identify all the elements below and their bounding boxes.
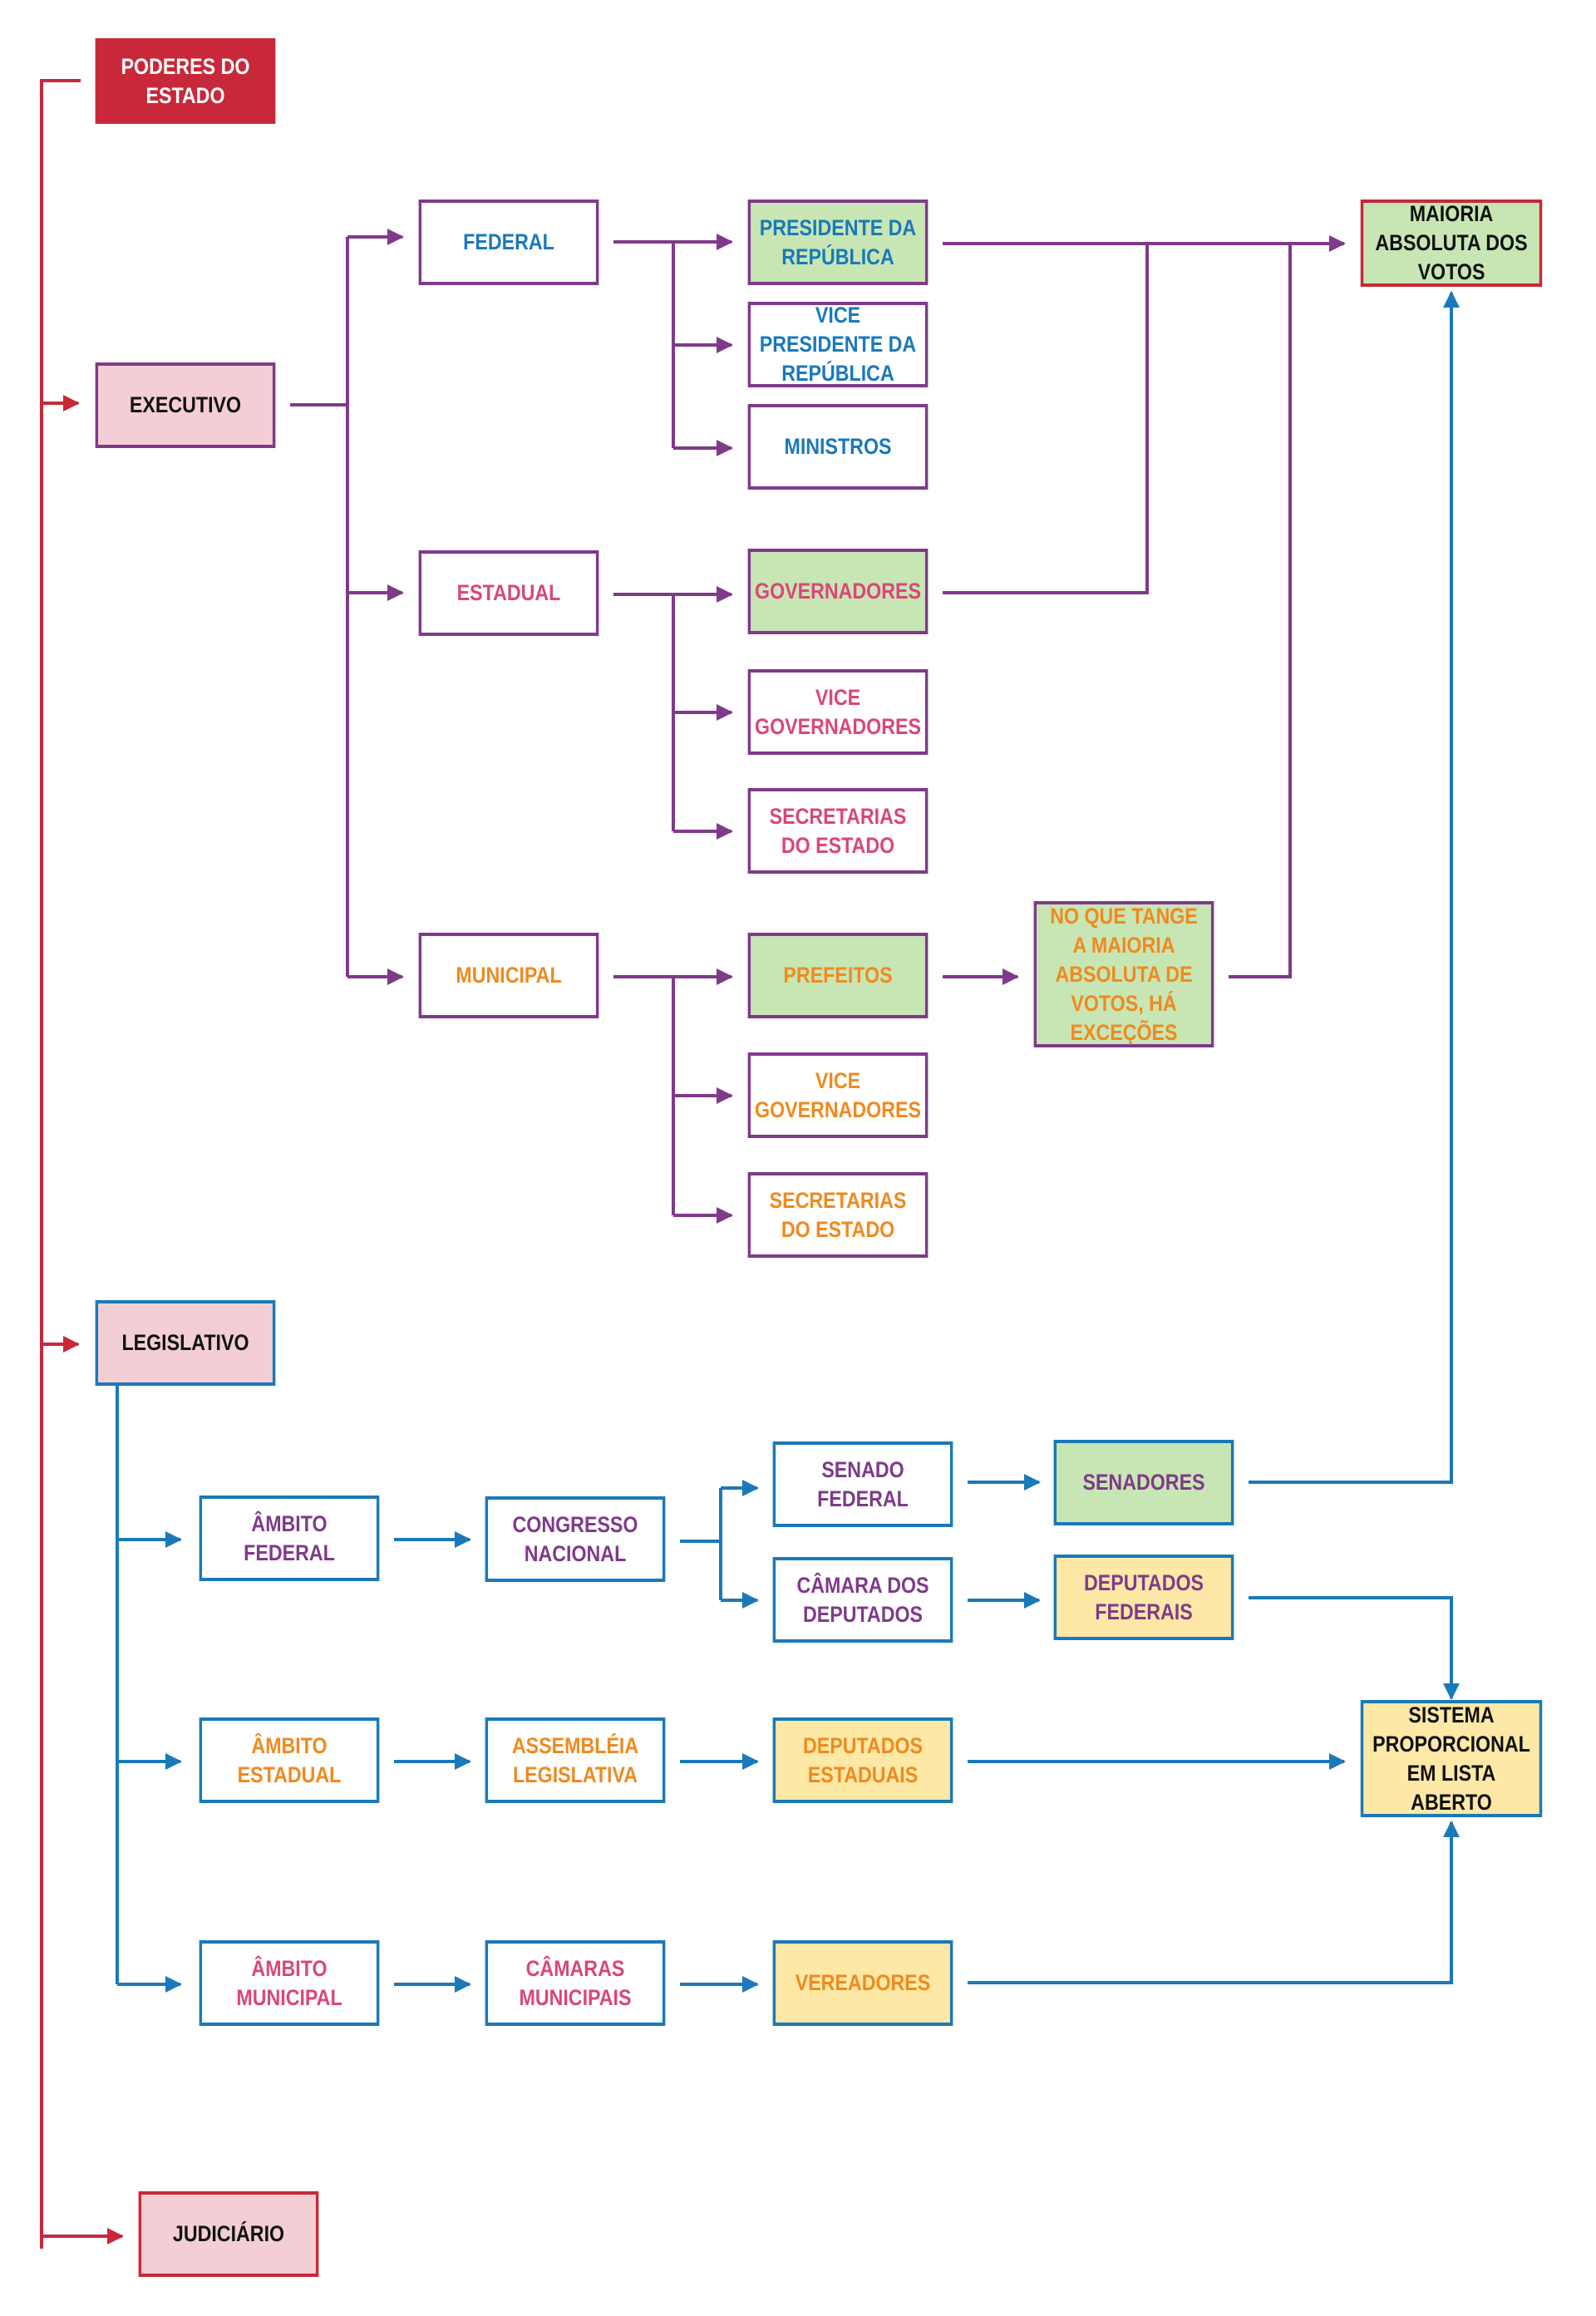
ambito-estadual-label: ÂMBITO ESTADUAL (237, 1732, 342, 1787)
congresso-label: CONGRESSO NACIONAL (512, 1511, 638, 1566)
vice-governadores-municipal-box: VICE GOVERNADORES (747, 1052, 929, 1138)
vice-presidente-box: VICE PRESIDENTE DA REPÚBLICA (747, 302, 929, 387)
camara-deputados-box: CÂMARA DOS DEPUTADOS (772, 1557, 953, 1643)
secretarias-municipal-box: SECRETARIAS DO ESTADO (747, 1172, 929, 1258)
municipal-box: MUNICIPAL (418, 933, 599, 1018)
governadores-label: GOVERNADORES (755, 579, 922, 604)
senadores-box: SENADORES (1053, 1440, 1234, 1525)
executivo-label: EXECUTIVO (129, 392, 242, 417)
sistema-proporcional-box: SISTEMA PROPORCIONAL EM LISTA ABERTO (1360, 1700, 1543, 1817)
prefeitos-box: PREFEITOS (747, 933, 929, 1018)
estadual-box: ESTADUAL (418, 550, 599, 636)
senadores-to-maioria-line (1249, 291, 1460, 1484)
ambito-municipal-label: ÂMBITO MUNICIPAL (236, 1955, 342, 2010)
sistema-proporcional-label: SISTEMA PROPORCIONAL EM LISTA ABERTO (1372, 1702, 1530, 1815)
excecoes-to-maioria-line (1229, 244, 1292, 978)
vereadores-to-sistema-line (968, 1821, 1460, 1984)
presidente-box: PRESIDENTE DA REPÚBLICA (747, 200, 929, 285)
ambito-municipal-box: ÂMBITO MUNICIPAL (199, 1940, 380, 2026)
ambito-federal-label: ÂMBITO FEDERAL (244, 1510, 335, 1565)
judiciario-label: JUDICIÁRIO (172, 2221, 285, 2246)
assembleia-box: ASSEMBLÉIA LEGISLATIVA (485, 1717, 666, 1803)
excecoes-box: NO QUE TANGE A MAIORIA ABSOLUTA DE VOTOS… (1033, 901, 1214, 1047)
camaras-municipais-box: CÂMARAS MUNICIPAIS (485, 1940, 666, 2026)
secretarias-municipal-label: SECRETARIAS DO ESTADO (769, 1187, 907, 1242)
senadores-label: SENADORES (1082, 1470, 1205, 1495)
legislativo-box: LEGISLATIVO (95, 1300, 276, 1386)
judiciario-box: JUDICIÁRIO (138, 2191, 319, 2277)
federal-box: FEDERAL (418, 200, 599, 285)
ambito-estadual-box: ÂMBITO ESTADUAL (199, 1717, 380, 1803)
executivo-box: EXECUTIVO (95, 362, 276, 448)
maioria-absoluta-label: MAIORIA ABSOLUTA DOS VOTOS (1375, 201, 1528, 284)
red-spine-line (40, 79, 81, 2249)
secretarias-label: SECRETARIAS DO ESTADO (769, 803, 907, 858)
ministros-box: MINISTROS (747, 404, 929, 490)
senado-box: SENADO FEDERAL (772, 1441, 953, 1527)
deputados-estaduais-box: DEPUTADOS ESTADUAIS (772, 1717, 953, 1803)
deputados-federais-to-sistema-line (1249, 1596, 1460, 1700)
prefeitos-label: PREFEITOS (783, 963, 893, 988)
vice-governadores-label: VICE GOVERNADORES (755, 684, 922, 739)
ministros-label: MINISTROS (784, 434, 892, 459)
vereadores-label: VEREADORES (795, 1970, 931, 1995)
senado-label: SENADO FEDERAL (817, 1456, 909, 1511)
vice-governadores-municipal-label: VICE GOVERNADORES (755, 1067, 922, 1122)
vereadores-box: VEREADORES (772, 1940, 953, 2026)
deputados-federais-box: DEPUTADOS FEDERAIS (1053, 1555, 1234, 1640)
camaras-municipais-label: CÂMARAS MUNICIPAIS (519, 1955, 632, 2010)
poderes-do-estado-box: PODERES DO ESTADO (95, 38, 276, 124)
federal-label: FEDERAL (463, 229, 554, 254)
governadores-to-maioria-line (943, 244, 1149, 594)
vice-presidente-label: VICE PRESIDENTE DA REPÚBLICA (759, 303, 917, 386)
ambito-federal-box: ÂMBITO FEDERAL (199, 1496, 380, 1581)
presidente-label: PRESIDENTE DA REPÚBLICA (759, 214, 917, 269)
assembleia-label: ASSEMBLÉIA LEGISLATIVA (511, 1732, 639, 1787)
deputados-federais-label: DEPUTADOS FEDERAIS (1083, 1569, 1204, 1624)
poderes-do-estado-label: PODERES DO ESTADO (121, 53, 250, 108)
secretarias-box: SECRETARIAS DO ESTADO (747, 788, 929, 874)
maioria-absoluta-box: MAIORIA ABSOLUTA DOS VOTOS (1360, 200, 1543, 287)
municipal-label: MUNICIPAL (456, 963, 562, 988)
camara-deputados-label: CÂMARA DOS DEPUTADOS (796, 1572, 929, 1627)
estadual-label: ESTADUAL (456, 580, 561, 605)
deputados-estaduais-label: DEPUTADOS ESTADUAIS (802, 1732, 924, 1787)
legislativo-label: LEGISLATIVO (121, 1330, 249, 1355)
vice-governadores-box: VICE GOVERNADORES (747, 669, 929, 755)
governadores-box: GOVERNADORES (747, 549, 929, 634)
excecoes-label: NO QUE TANGE A MAIORIA ABSOLUTA DE VOTOS… (1050, 903, 1198, 1045)
congresso-box: CONGRESSO NACIONAL (485, 1496, 666, 1582)
